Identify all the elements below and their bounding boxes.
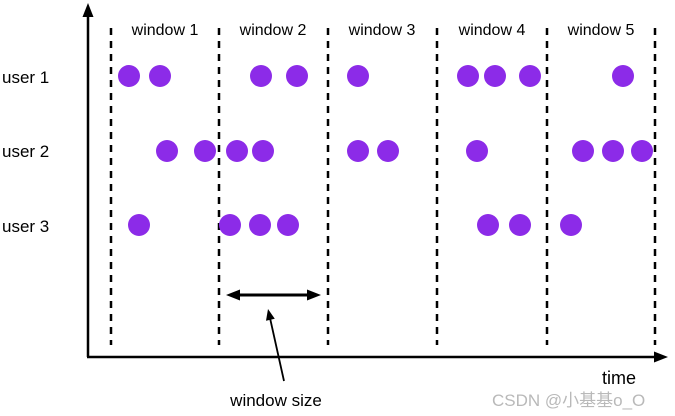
event-dot-user-2 bbox=[226, 140, 248, 162]
event-dot-user-2 bbox=[252, 140, 274, 162]
window-label-3: window 3 bbox=[348, 22, 416, 39]
event-dot-user-2 bbox=[377, 140, 399, 162]
event-dot-user-2 bbox=[631, 140, 653, 162]
event-dot-user-1 bbox=[149, 65, 171, 87]
event-dot-user-1 bbox=[118, 65, 140, 87]
event-dot-user-1 bbox=[347, 65, 369, 87]
event-dot-user-1 bbox=[250, 65, 272, 87]
watermark: CSDN @小基基o_O bbox=[492, 391, 646, 410]
event-dot-user-3 bbox=[219, 214, 241, 236]
event-dot-user-3 bbox=[277, 214, 299, 236]
event-dot-user-2 bbox=[602, 140, 624, 162]
event-dot-user-3 bbox=[128, 214, 150, 236]
window-label-1: window 1 bbox=[131, 22, 199, 39]
x-axis-arrowhead-icon bbox=[654, 351, 668, 363]
event-dot-user-3 bbox=[509, 214, 531, 236]
event-dot-user-1 bbox=[484, 65, 506, 87]
event-dot-user-3 bbox=[477, 214, 499, 236]
window-label-5: window 5 bbox=[567, 22, 635, 39]
event-dot-user-3 bbox=[249, 214, 271, 236]
window-label-4: window 4 bbox=[458, 22, 526, 39]
event-dot-user-2 bbox=[156, 140, 178, 162]
window-size-pointer-arrowhead-icon bbox=[265, 309, 275, 321]
row-label-user-3: user 3 bbox=[2, 217, 50, 236]
row-label-user-1: user 1 bbox=[2, 68, 50, 87]
event-dot-user-3 bbox=[560, 214, 582, 236]
event-dot-user-2 bbox=[194, 140, 216, 162]
window-size-arrowhead-right-icon bbox=[307, 289, 321, 301]
time-axis-label: time bbox=[602, 368, 637, 388]
window-size-arrowhead-left-icon bbox=[226, 289, 240, 301]
event-dot-user-1 bbox=[612, 65, 634, 87]
y-axis-arrowhead-icon bbox=[82, 3, 94, 17]
window-size-label: window size bbox=[230, 391, 322, 410]
row-label-user-2: user 2 bbox=[2, 142, 50, 161]
event-dot-user-2 bbox=[466, 140, 488, 162]
window-label-2: window 2 bbox=[239, 22, 307, 39]
event-dot-user-1 bbox=[286, 65, 308, 87]
window-size-pointer-line bbox=[269, 317, 285, 382]
event-dot-user-2 bbox=[572, 140, 594, 162]
event-dot-user-1 bbox=[519, 65, 541, 87]
event-dot-user-2 bbox=[347, 140, 369, 162]
event-dot-user-1 bbox=[457, 65, 479, 87]
